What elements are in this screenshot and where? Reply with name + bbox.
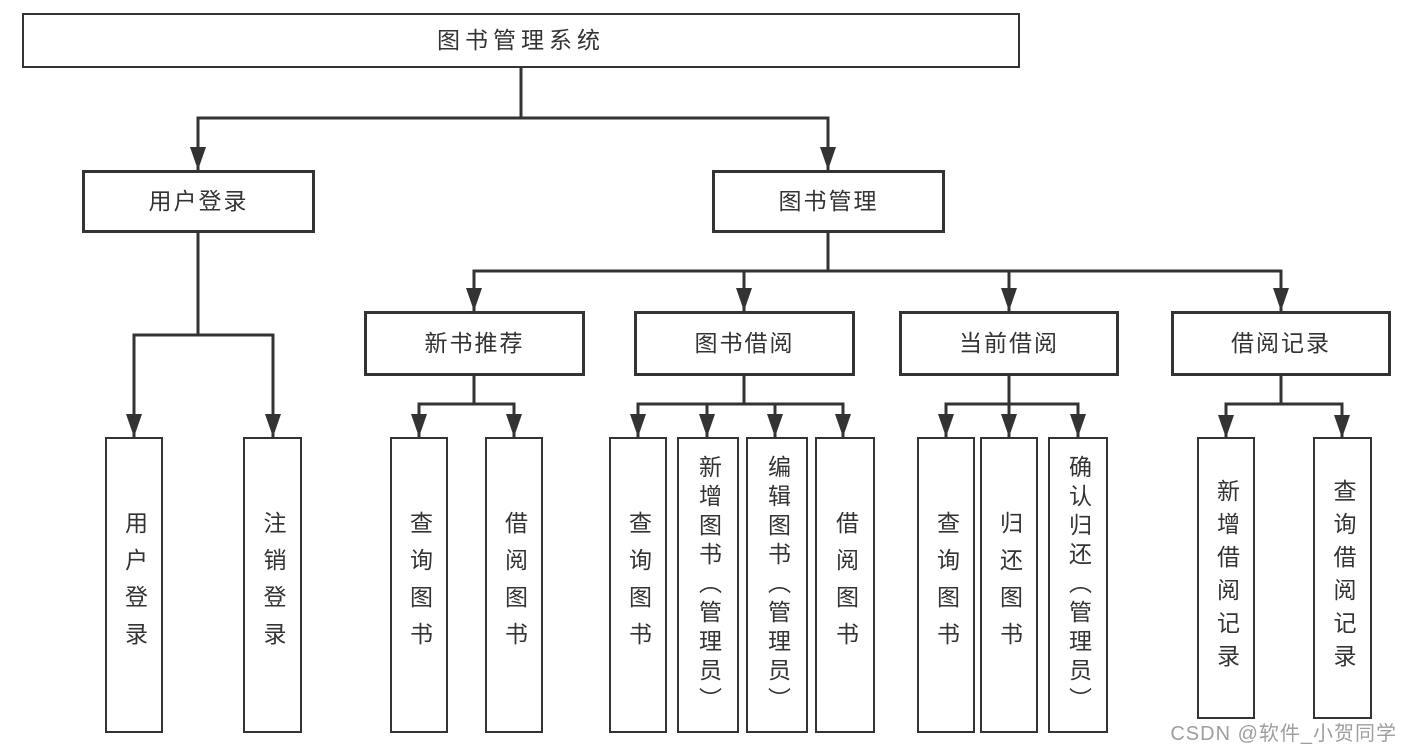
connector-arrows [126,118,1350,438]
leaf-add-books-admin: 新增图书（管理员） [677,437,739,733]
leaf-logout: 注销登录 [243,437,302,733]
leaf-borrow-books: 借阅图书 [485,437,543,733]
node-current-borrowing: 当前借阅 [899,311,1119,376]
leaf-user-login: 用户登录 [105,437,163,733]
node-library-management-system: 图书管理系统 [22,13,1020,68]
node-user-login: 用户登录 [82,170,315,233]
leaf-add-borrow-record: 新增借阅记录 [1197,437,1255,719]
leaf-query-borrow-record: 查询借阅记录 [1313,437,1372,719]
leaf-borrow-books: 借阅图书 [815,437,875,733]
csdn-watermark: CSDN @软件_小贺同学 [1170,723,1397,745]
leaf-query-books: 查询图书 [917,437,975,733]
node-new-book-recommendation: 新书推荐 [364,311,585,376]
leaf-edit-books-admin: 编辑图书（管理员） [746,437,808,733]
node-book-borrowing: 图书借阅 [634,311,855,376]
connector-trunks [132,66,1344,406]
leaf-query-books: 查询图书 [390,437,448,733]
node-book-management: 图书管理 [712,170,945,233]
leaf-query-books: 查询图书 [609,437,667,733]
leaf-confirm-return-admin: 确认归还（管理员） [1048,437,1108,733]
leaf-return-books: 归还图书 [980,437,1038,733]
node-borrowing-records: 借阅记录 [1171,311,1391,376]
